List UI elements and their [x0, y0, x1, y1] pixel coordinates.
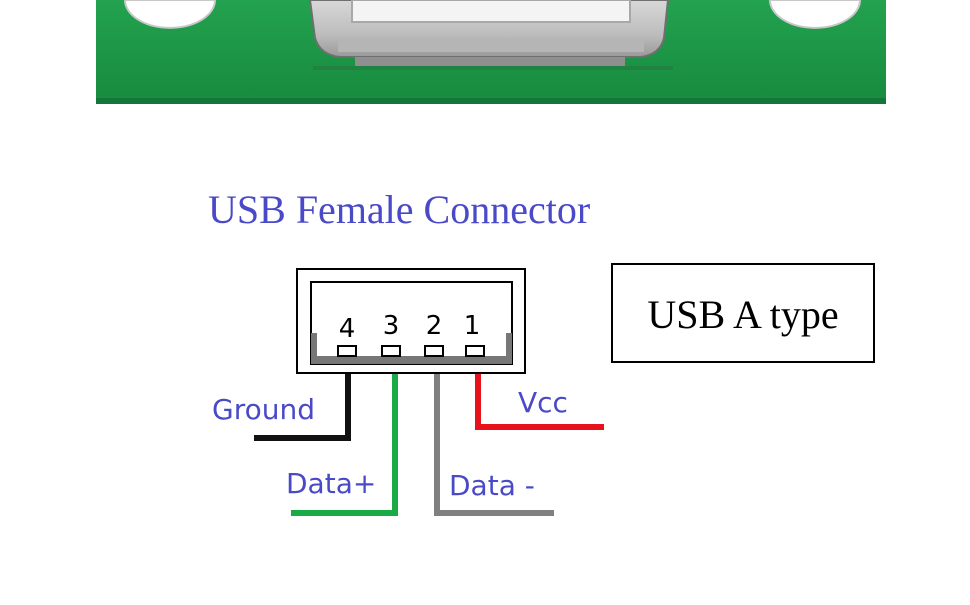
usb-connector-outline: [296, 268, 526, 374]
diagram-title: USB Female Connector: [208, 187, 590, 232]
wire-vcc: [475, 374, 604, 430]
pin-contact-1: [465, 345, 485, 357]
connector-contact-bar: [311, 333, 512, 364]
signal-label-data-minus: Data -: [449, 469, 535, 502]
usb-type-box: [611, 263, 875, 363]
pin-number-1: 1: [464, 311, 481, 341]
wire-data-minus: [434, 374, 554, 516]
pin-contact-4: [337, 345, 357, 357]
pin-number-3: 3: [383, 311, 400, 341]
pin-number-4: 4: [339, 314, 356, 344]
mounting-hole-left: [123, 0, 217, 29]
pcb-board-photo: [96, 0, 886, 104]
pcb-board-edge: [96, 98, 886, 104]
wire-ground: [254, 374, 351, 441]
usb-port-shell: [308, 0, 673, 70]
mounting-hole-right: [768, 0, 862, 29]
pin-number-2: 2: [426, 311, 443, 341]
signal-label-vcc: Vcc: [518, 386, 568, 419]
wire-data-plus: [291, 374, 398, 516]
usb-type-label: USB A type: [647, 292, 838, 337]
pin-contact-3: [381, 345, 401, 357]
signal-label-data-plus: Data+: [286, 467, 376, 500]
pin-contact-2: [424, 345, 444, 357]
signal-label-ground: Ground: [212, 393, 315, 426]
